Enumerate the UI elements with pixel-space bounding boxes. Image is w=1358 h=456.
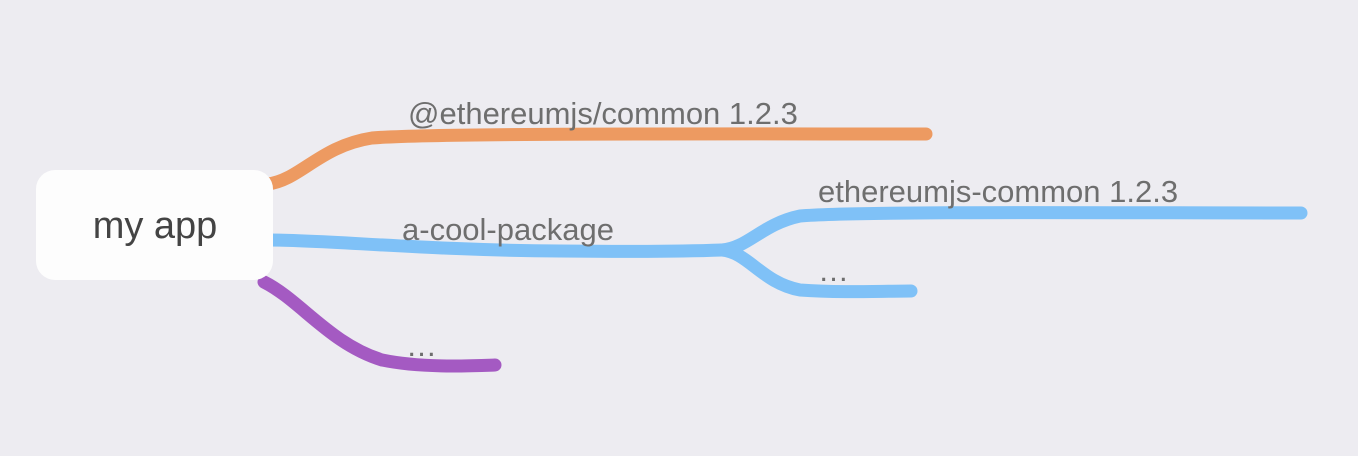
branch-line-ethereumjs-common-hyphen[interactable] [715, 206, 1308, 257]
branch-label-ethereumjs-common-hyphen: ethereumjs-common 1.2.3 [818, 174, 1178, 209]
branch-line-a-cool-package[interactable] [261, 233, 729, 258]
branch-line-root-ellipsis[interactable] [257, 275, 502, 373]
branch-label-ethereumjs-common-scoped: @ethereumjs/common 1.2.3 [408, 96, 798, 131]
root-node-label: my app [93, 205, 218, 247]
root-node[interactable]: my app [36, 170, 273, 280]
branch-label-a-cool-package: a-cool-package [402, 212, 614, 247]
root-node-box[interactable] [36, 170, 273, 280]
branch-line-ethereumjs-common-scoped[interactable] [261, 127, 933, 191]
branch-label-root-ellipsis: … [406, 328, 438, 363]
branch-line-child-ellipsis[interactable] [715, 243, 918, 299]
branch-label-child-ellipsis: … [818, 253, 850, 288]
